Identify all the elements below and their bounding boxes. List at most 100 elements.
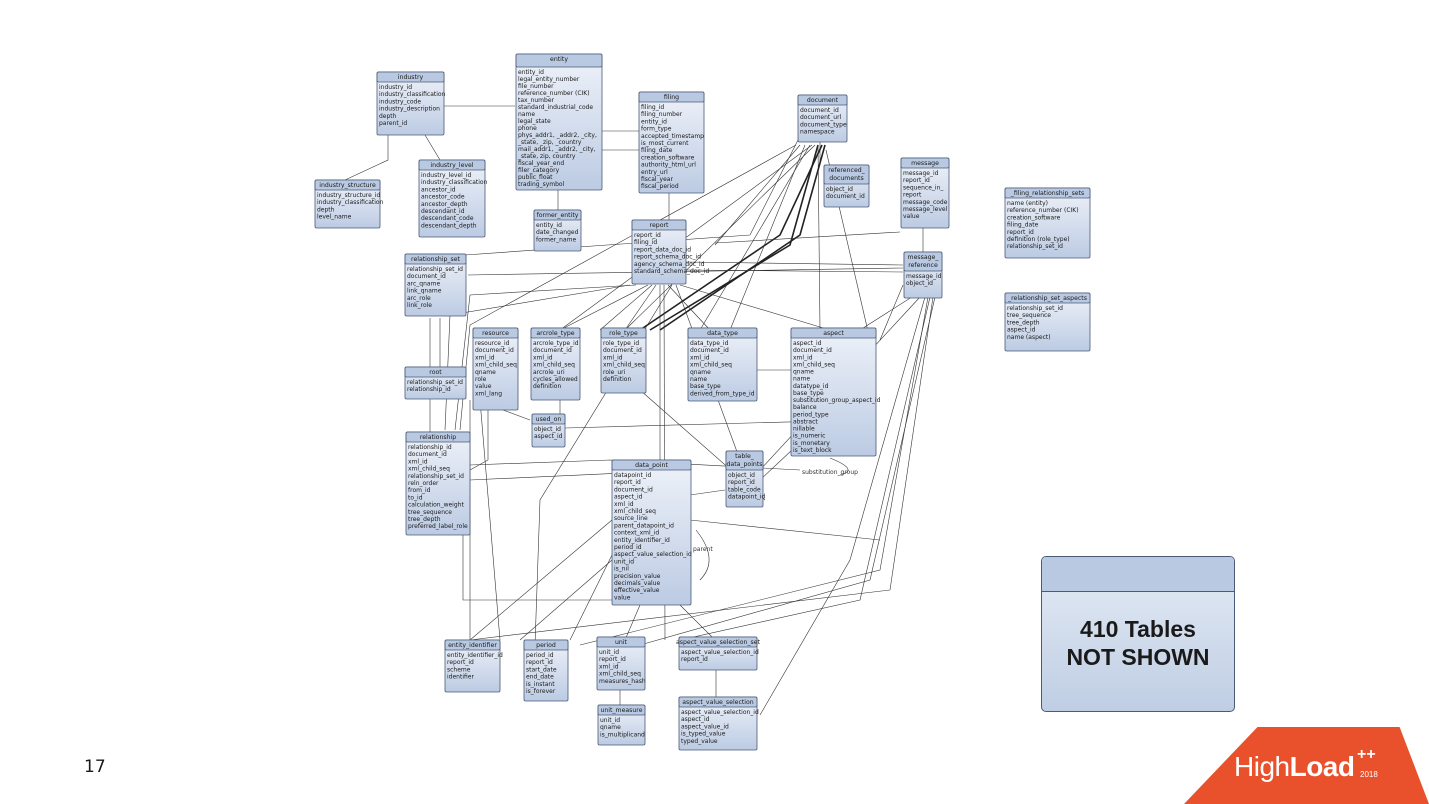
- table-entity: entityentity_idlegal_entity_numberfile_n…: [515, 53, 603, 191]
- table-header: [1004, 292, 1091, 304]
- table-field: base_type: [793, 390, 824, 397]
- table-field: substitution_group_aspect_id: [793, 397, 881, 404]
- table-field: name: [690, 376, 707, 383]
- table-field: document_id: [475, 347, 514, 354]
- table-title: data_point: [635, 462, 668, 469]
- table-header: [515, 53, 603, 68]
- table-title: industry: [398, 74, 424, 81]
- table-title: entity: [550, 56, 568, 63]
- table-title: document: [807, 97, 839, 104]
- table-header: [1004, 187, 1091, 199]
- table-field: nillable: [793, 426, 815, 433]
- table-field: relationship_id: [407, 386, 451, 393]
- table-unit: unitunit_idreport_idxml_idxml_child_seqm…: [596, 636, 646, 691]
- table-industry-level: industry_levelindustry_level_idindustry_…: [418, 159, 488, 238]
- table-header: [900, 157, 950, 169]
- table-arcrole-type: arcrole_typearcrole_type_iddocument_idxm…: [530, 327, 581, 401]
- table-header: [678, 636, 758, 648]
- table-field: document_id: [800, 107, 839, 114]
- table-message: messagemessage_idreport_idsequence_in_re…: [900, 157, 950, 229]
- table-data-type: data_typedata_type_iddocument_idxml_idxm…: [687, 327, 758, 402]
- table-field: xml_child_seq: [599, 671, 641, 678]
- table-title: aspect: [823, 330, 844, 337]
- table-field: link_qname: [407, 288, 442, 295]
- table-field: relationship_id: [408, 444, 452, 451]
- table-field: period_type: [793, 411, 829, 418]
- table-header: [600, 327, 647, 339]
- table-field: xml_id: [475, 354, 495, 361]
- table-field: creation_software: [641, 154, 695, 161]
- table-field: form_type: [641, 126, 672, 133]
- table-field: accepted_timestamp: [641, 133, 704, 140]
- table-field: xml_id: [690, 354, 710, 361]
- table-field: qname: [600, 724, 621, 731]
- table-field: document_url: [800, 114, 842, 121]
- table-relationship-set-aspects: _relationship_set_aspectsrelationship_se…: [1004, 292, 1091, 352]
- table-field: ancestor_code: [421, 194, 465, 201]
- table-field: aspect_value_selection_id: [614, 551, 692, 558]
- table-title: industry_structure: [319, 182, 376, 189]
- table-field: entity_id: [518, 69, 544, 76]
- table-field: date_changed: [536, 229, 579, 236]
- table-field: data_type_id: [690, 340, 729, 347]
- table-field: is_monetary: [793, 440, 830, 447]
- table-field: to_id: [408, 494, 423, 501]
- table-field: legal_state: [518, 118, 551, 125]
- table-title: table_: [735, 453, 755, 460]
- table-aspect-value-selection: aspect_value_selectionaspect_value_selec…: [678, 696, 759, 751]
- table-header: [631, 219, 687, 231]
- table-header: [611, 459, 692, 471]
- table-field: aspect_id: [614, 494, 643, 501]
- logo-text-bold: Load: [1289, 751, 1355, 782]
- parent-label: parent: [693, 546, 713, 553]
- table-aspect-value-selection-set: aspect_value_selection_setaspect_value_s…: [676, 636, 761, 671]
- table-field: is_nil: [614, 566, 629, 573]
- table-field: xml_id: [793, 354, 813, 361]
- table-field: aspect_value_selection_id: [681, 649, 759, 656]
- table-field: entity_id: [536, 222, 562, 229]
- table-field: phone: [518, 125, 537, 132]
- table-field: context_xml_id: [614, 530, 659, 537]
- table-field: descendant_id: [421, 208, 465, 215]
- table-relationship-set: relationship_setrelationship_set_iddocum…: [404, 253, 467, 317]
- table-field: decimals_value: [614, 580, 660, 587]
- table-field: parent_id: [379, 120, 407, 127]
- table-title: former_entity: [537, 212, 579, 219]
- table-field: value: [475, 383, 492, 390]
- table-field: arc_qname: [407, 280, 440, 287]
- table-field: industry_classification: [379, 91, 446, 98]
- table-field: message_level: [903, 206, 948, 213]
- table-field: tree_sequence: [408, 509, 452, 516]
- table-title: unit: [615, 639, 628, 646]
- table-field: relationship_set_id: [408, 473, 464, 480]
- table-title: used_on: [536, 416, 562, 423]
- table-field: xml_id: [614, 501, 634, 508]
- highload-logo: HighLoad: [1234, 751, 1355, 782]
- logo-text-light: High: [1234, 751, 1290, 782]
- table-field: aspect_id: [681, 716, 710, 723]
- table-field: base_type: [690, 383, 721, 390]
- table-field: relationship_set_id: [407, 379, 463, 386]
- table-field: document_id: [614, 486, 653, 493]
- table-field: qname: [793, 369, 814, 376]
- table-document: documentdocument_iddocument_urldocument_…: [797, 94, 848, 143]
- table-field: xml_id: [533, 354, 553, 361]
- table-field: balance: [793, 404, 817, 411]
- table-title: filing: [664, 94, 679, 101]
- table-aspect: aspectaspect_iddocument_idxml_idxml_chil…: [790, 327, 881, 457]
- table-header: [404, 366, 467, 378]
- table-field: unit_id: [599, 649, 619, 656]
- table-field: unit_id: [600, 717, 620, 724]
- table-field: effective_value: [614, 587, 660, 594]
- table-field: period_id: [614, 544, 642, 551]
- table-field: precision_value: [614, 573, 661, 580]
- table-field: filing_number: [641, 111, 683, 118]
- table-field: filing_date: [1007, 222, 1039, 229]
- table-title: role_type: [609, 330, 638, 337]
- table-title: report: [650, 222, 669, 229]
- table-field: xml_child_seq: [603, 362, 645, 369]
- table-field: agency_schema_doc_id: [634, 261, 705, 268]
- table-field: is_multiplicand: [600, 731, 645, 738]
